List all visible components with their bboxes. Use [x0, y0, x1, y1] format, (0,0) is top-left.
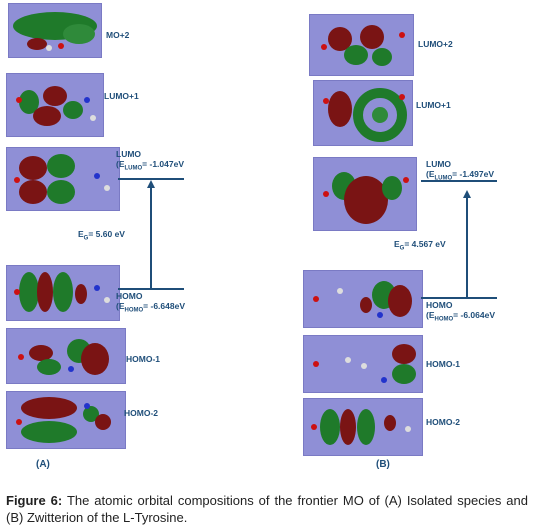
- orbital-render: [313, 281, 412, 318]
- level-line-b-lumo: [421, 180, 497, 182]
- orbital-image-a-homo: [6, 265, 120, 321]
- level-line-b-homo: [421, 297, 497, 299]
- orbital-render: [311, 409, 411, 445]
- label-a-homo1: HOMO-1: [126, 354, 160, 364]
- label-b-lumo1: LUMO+1: [416, 100, 451, 110]
- orbital-image-b-homo2: [303, 398, 423, 456]
- label-a-lumo: LUMO (ELUMO= -1.047eV: [116, 149, 184, 172]
- figure-caption: Figure 6: The atomic orbital composition…: [6, 492, 528, 526]
- orbital-render: [14, 154, 110, 204]
- orbital-image-a-mo2: [8, 3, 102, 58]
- orbital-image-a-homo2: [6, 391, 126, 449]
- orbital-render: [14, 272, 110, 312]
- orbital-image-a-lumo1: [6, 73, 104, 137]
- label-b-lumo: LUMO (ELUMO= -1.497eV: [426, 159, 494, 182]
- section-label-b: (B): [376, 459, 390, 470]
- orbital-image-b-lumo: [313, 157, 417, 231]
- label-a-lumo1: LUMO+1: [104, 91, 139, 101]
- orbital-render: [16, 397, 111, 443]
- orbital-image-a-homo1: [6, 328, 126, 384]
- orbital-image-b-homo1: [303, 335, 423, 393]
- orbital-render: [323, 88, 407, 142]
- label-a-mo2: MO+2: [106, 30, 130, 40]
- orbital-render: [16, 86, 96, 126]
- orbital-image-b-homo: [303, 270, 423, 328]
- label-b-homo2: HOMO-2: [426, 417, 460, 427]
- level-line-a-homo: [118, 288, 184, 290]
- gap-arrowhead-a: [146, 180, 155, 188]
- label-b-homo: HOMO (EHOMO= -6.064eV: [426, 300, 495, 323]
- gap-label-a: EG= 5.60 eV: [78, 229, 125, 242]
- gap-arrow-b: [466, 198, 468, 298]
- orbital-render: [321, 25, 405, 66]
- orbital-image-a-lumo: [6, 147, 120, 211]
- orbital-image-b-lumo2: [309, 14, 414, 76]
- orbital-render: [323, 172, 409, 224]
- orbital-render: [18, 339, 109, 375]
- caption-figure-number: Figure 6:: [6, 493, 63, 508]
- gap-arrowhead-b: [462, 190, 471, 198]
- label-b-homo1: HOMO-1: [426, 359, 460, 369]
- label-b-lumo2: LUMO+2: [418, 39, 453, 49]
- gap-label-b: EG= 4.567 eV: [394, 239, 446, 252]
- gap-arrow-a: [150, 188, 152, 288]
- level-line-a-lumo: [118, 178, 184, 180]
- orbital-image-b-lumo1: [313, 80, 413, 146]
- orbital-render: [13, 12, 97, 51]
- label-a-homo: HOMO (EHOMO= -6.648eV: [116, 291, 185, 314]
- caption-text: The atomic orbital compositions of the f…: [6, 493, 528, 525]
- orbital-render: [313, 344, 416, 384]
- section-label-a: (A): [36, 459, 50, 470]
- label-a-homo2: HOMO-2: [124, 408, 158, 418]
